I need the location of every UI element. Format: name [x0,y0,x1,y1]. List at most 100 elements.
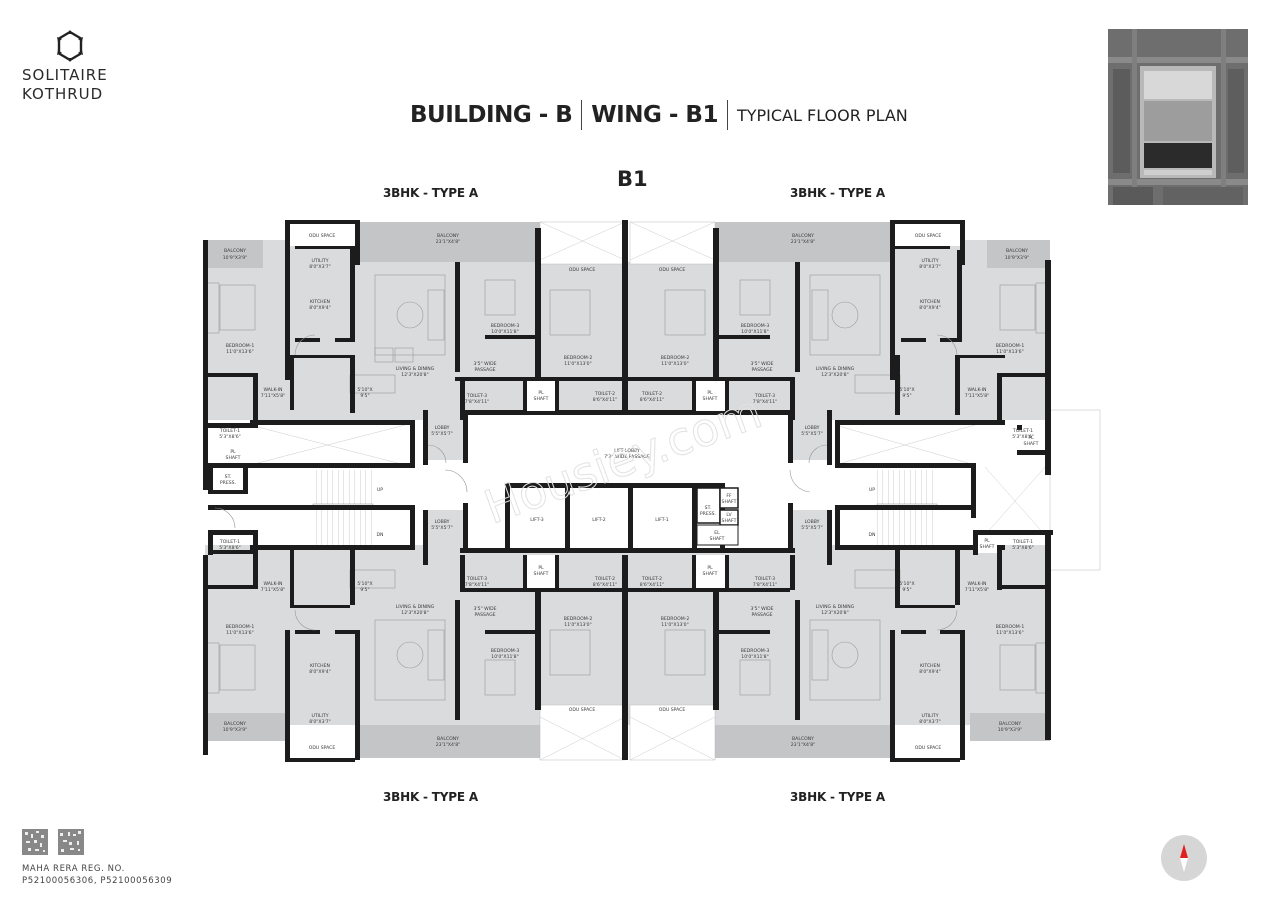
lv-shaft-label: SHAFT [722,518,737,524]
lobby-label: LOBBY [805,519,820,525]
passage-label: PASSAGE [751,612,772,618]
lobby-label: LOBBY [435,519,450,525]
unit-label-bottom-left: 3BHK - TYPE A [383,790,478,804]
pl-shaft-label: SHAFT [226,455,241,461]
bedroom-2-size: 11'0"X13'0" [661,622,688,628]
utility-size: 8'0"X3'7" [309,264,331,270]
bedroom-3-label: BEDROOM-3 [741,648,770,654]
nook-size: 5'10"X [899,387,914,393]
toilet-2-size: 8'6"X4'11" [593,397,618,403]
kitchen-size: 8'0"X9'4" [309,305,331,311]
living-dining-size: 12'3"X20'8" [401,610,428,616]
bedroom-1-size: 11'0"X13'6" [226,630,253,636]
walk-in-size: 7'11"X5'8" [261,393,286,399]
unit-label-bottom-right: 3BHK - TYPE A [790,790,885,804]
door-swings [214,334,958,631]
apartment-bottom-left [205,545,540,759]
pl-shaft-label: SHAFT [703,571,718,577]
lobby-label: LOBBY [435,425,450,431]
lift-core [213,381,1045,588]
lobby-label: LOBBY [805,425,820,431]
pl-shaft-label: SHAFT [1024,441,1039,447]
hexagon-star-logo-icon [57,30,83,62]
pl-shaft-label: PL [538,565,544,571]
unit-label-top-right: 3BHK - TYPE A [790,186,885,200]
living-dining-label: LIVING & DINING [396,604,435,610]
living-dining-label: LIVING & DINING [816,366,855,372]
bedroom-1-size: 11'0"X13'6" [226,349,253,355]
plan-type: TYPICAL FLOOR PLAN [736,105,908,125]
bedroom-2-label: BEDROOM-2 [564,616,593,622]
balcony-label: BALCONY [792,736,814,742]
north-compass-icon [1161,835,1207,881]
utility-size: 8'0"X3'7" [309,719,331,725]
st-press-label: PRESS. [220,480,236,486]
balcony-size: 10'9"X3'9" [1005,255,1030,261]
kitchen-size: 8'0"X9'4" [919,305,941,311]
balcony-area [715,222,890,262]
odu-space-label: ODU SPACE [569,707,596,713]
toilet-2-size: 8'6"X4'11" [640,397,665,403]
st-press-label: ST. [225,474,232,480]
balcony-area [205,713,285,741]
qr-code-2 [58,829,84,855]
walk-in-label: WALK-IN [264,581,283,587]
lift-lobby-size: 7'3" WIDE PASSAGE [604,454,650,460]
page-title: BUILDING - B WING - B1 TYPICAL FLOOR PLA… [410,97,908,133]
balcony-label: BALCONY [792,233,814,239]
rera-numbers: P52100056306, P52100056309 [22,876,173,886]
unit-label-top-left: 3BHK - TYPE A [383,186,478,200]
balcony-area [205,240,263,268]
toilet-2-label: TOILET-2 [594,576,615,582]
bedroom-1-label: BEDROOM-1 [996,624,1025,630]
bedroom-2-label: BEDROOM-2 [661,616,690,622]
nook-size: 9'5" [902,587,911,593]
stair-down-label: DN [869,532,876,538]
living-dining-size: 12'3"X20'8" [821,372,848,378]
toilet-3-label: TOILET-3 [466,393,487,399]
walk-in-label: WALK-IN [968,581,987,587]
toilet-3-size: 7'8"X4'11" [753,582,778,588]
odu-space-label: ODU SPACE [309,233,336,239]
toilet-1-size: 5'3"X8'6" [219,545,241,551]
bedroom-2-size: 11'0"X13'0" [564,622,591,628]
pl-shaft-label: SHAFT [534,571,549,577]
toilet-3-size: 7'8"X4'11" [753,399,778,405]
odu-space-label: ODU SPACE [659,267,686,273]
bedroom-3-size: 10'0"X11'8" [491,654,518,660]
stair-up-label: UP [377,487,383,493]
walk-in-size: 7'11"X5'8" [261,587,286,593]
brand-line-2: KOTHRUD [22,85,104,103]
brand-name: SOLITAIRE KOTHRUD [22,66,108,104]
utility-label: UTILITY [921,258,938,264]
title-divider [726,100,728,130]
balcony-size: 10'9"X3'9" [223,727,248,733]
toilet-2-label: TOILET-2 [641,391,662,397]
passage-label: PASSAGE [751,367,772,373]
odu-space-area [895,222,960,246]
ff-shaft-label: FF [726,493,732,499]
balcony-label: BALCONY [437,233,459,239]
balcony-size: 10'9"X3'9" [998,727,1023,733]
apartment-bottom-right [715,545,1050,759]
balcony-size: 23'1"X4'8" [436,239,461,245]
passage-label: 3'5" WIDE [473,606,496,612]
bedroom-3-size: 10'0"X11'8" [491,329,518,335]
utility-size: 8'0"X3'7" [919,719,941,725]
pl-shaft-label: PL [1028,435,1034,441]
bedroom-2-size: 11'0"X13'0" [564,361,591,367]
st-press-label: ST. [705,505,712,511]
nook-size: 5'10"X [357,581,372,587]
nook-size: 5'10"X [357,387,372,393]
odu-space-area [895,735,960,759]
pl-shaft-label: SHAFT [703,396,718,402]
lift-lobby-label: LIFT LOBBY [614,448,640,454]
toilet-3-label: TOILET-3 [754,576,775,582]
balcony-area [360,725,540,758]
bedroom-1-size: 11'0"X13'6" [996,349,1023,355]
living-dining-label: LIVING & DINING [396,366,435,372]
walk-in-label: WALK-IN [968,387,987,393]
balcony-label: BALCONY [1006,248,1028,254]
bedroom-3-label: BEDROOM-3 [491,648,520,654]
passage-label: PASSAGE [474,367,495,373]
